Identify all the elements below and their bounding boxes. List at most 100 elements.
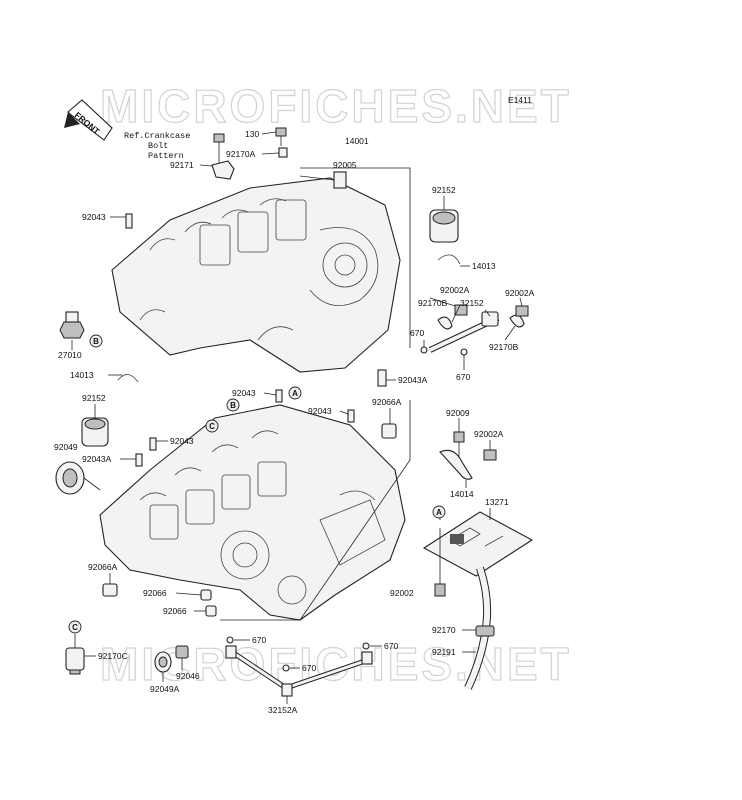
label-92049a: 92049A bbox=[150, 684, 180, 694]
label-14001: 14001 bbox=[345, 136, 369, 146]
label-670-left: 670 bbox=[410, 328, 424, 338]
o-ring-670-c-icon bbox=[362, 642, 370, 650]
watermark-top: MICROFICHES.NET bbox=[100, 80, 572, 132]
label-92170c: 92170C bbox=[98, 651, 128, 661]
bearing-92152-right-icon bbox=[429, 209, 459, 243]
label-14013-right: 14013 bbox=[472, 261, 496, 271]
leader-lines bbox=[71, 131, 523, 704]
plug-92066-upper-icon bbox=[200, 589, 212, 601]
pin-92043-top-icon bbox=[275, 389, 283, 403]
label-92043a-upper: 92043A bbox=[398, 375, 428, 385]
upper-crankcase bbox=[111, 175, 401, 373]
label-670-right: 670 bbox=[456, 372, 470, 382]
label-27010: 27010 bbox=[58, 350, 82, 360]
svg-text:Pattern: Pattern bbox=[148, 151, 184, 161]
label-92002a-lower: 92002A bbox=[474, 429, 504, 439]
label-92043-right: 92043 bbox=[308, 406, 332, 416]
o-ring-670-b-icon bbox=[282, 664, 290, 672]
label-92170a: 92170A bbox=[226, 149, 256, 159]
label-92066-lower: 92066 bbox=[163, 606, 187, 616]
label-32152a: 32152A bbox=[268, 705, 298, 715]
plug-92066a-upper-icon bbox=[381, 423, 397, 439]
label-92009: 92009 bbox=[446, 408, 470, 418]
svg-text:B: B bbox=[93, 337, 99, 346]
label-14013-left: 14013 bbox=[70, 370, 94, 380]
lower-crankcase bbox=[99, 404, 406, 621]
label-92170: 92170 bbox=[432, 625, 456, 635]
plug-27010-icon bbox=[59, 311, 85, 339]
label-130: 130 bbox=[245, 129, 259, 139]
seal-92049-icon bbox=[55, 461, 85, 495]
label-92043-top: 92043 bbox=[232, 388, 256, 398]
svg-text:C: C bbox=[72, 623, 78, 632]
label-92066a-lower: 92066A bbox=[88, 562, 118, 572]
svg-text:Ref.Crankcase: Ref.Crankcase bbox=[124, 131, 190, 141]
svg-text:A: A bbox=[436, 508, 442, 517]
part-labels: 130 92170A 14001 92171 92005 92043 92152… bbox=[54, 129, 535, 715]
o-ring-670-left-icon bbox=[420, 346, 428, 354]
label-92049: 92049 bbox=[54, 442, 78, 452]
label-92170b-left: 92170B bbox=[418, 298, 448, 308]
bolt-92002a-right-icon bbox=[515, 305, 529, 317]
plug-92046-icon bbox=[175, 645, 189, 659]
seal-92049a-icon bbox=[154, 651, 172, 673]
callout-a-strainer: A bbox=[432, 505, 446, 519]
label-92043-mid: 92043 bbox=[170, 436, 194, 446]
clamp-92170b-right-icon bbox=[509, 314, 525, 328]
label-92066a-upper: 92066A bbox=[372, 397, 402, 407]
label-92152-right: 92152 bbox=[432, 185, 456, 195]
clip-14013-left-icon bbox=[117, 374, 139, 383]
plug-92066-lower-icon bbox=[205, 605, 217, 617]
diagram-code: E1411 bbox=[508, 95, 532, 105]
callout-c-sensor: C bbox=[68, 620, 82, 634]
label-92066-upper: 92066 bbox=[143, 588, 167, 598]
clamp-92170-icon bbox=[475, 625, 495, 637]
front-arrow-icon: FRONT bbox=[64, 99, 113, 141]
pin-92043-upper-icon bbox=[125, 213, 133, 229]
clip-14013-right-icon bbox=[437, 254, 461, 265]
callout-c-lower: C bbox=[205, 419, 219, 433]
label-92043-upper: 92043 bbox=[82, 212, 106, 222]
o-ring-670-a-icon bbox=[226, 636, 234, 644]
label-670-a: 670 bbox=[252, 635, 266, 645]
bolt-92002a-lower-icon bbox=[483, 449, 497, 461]
strainer-13271-icon bbox=[422, 511, 534, 577]
label-92046: 92046 bbox=[176, 671, 200, 681]
label-92170b-right: 92170B bbox=[489, 342, 519, 352]
label-13271: 13271 bbox=[485, 497, 509, 507]
label-32152: 32152 bbox=[460, 298, 484, 308]
callout-a-upper: A bbox=[288, 386, 302, 400]
bolt-92002-icon bbox=[434, 583, 446, 597]
label-92152-left: 92152 bbox=[82, 393, 106, 403]
bracket-14014-icon bbox=[439, 449, 473, 480]
label-92043a-lower: 92043A bbox=[82, 454, 112, 464]
label-670-c: 670 bbox=[384, 641, 398, 651]
o-ring-670-right-icon bbox=[460, 348, 468, 356]
bearing-92152-left-icon bbox=[81, 417, 109, 447]
label-14014: 14014 bbox=[450, 489, 474, 499]
svg-text:A: A bbox=[292, 389, 298, 398]
svg-text:C: C bbox=[209, 422, 215, 431]
sensor-92170c-icon bbox=[65, 647, 85, 675]
pin-92043-right-icon bbox=[347, 409, 355, 423]
label-92002: 92002 bbox=[390, 588, 414, 598]
label-670-b: 670 bbox=[302, 663, 316, 673]
label-92171: 92171 bbox=[170, 160, 194, 170]
oil-pipe-32152a-icon bbox=[225, 645, 373, 697]
label-92002a-right: 92002A bbox=[505, 288, 535, 298]
label-92002a-mid: 92002A bbox=[440, 285, 470, 295]
callout-b-lower: B bbox=[226, 398, 240, 412]
svg-text:B: B bbox=[230, 401, 236, 410]
bolt-92002a-icon bbox=[454, 304, 468, 316]
dowel-92005-icon bbox=[333, 171, 347, 189]
bolt-130-icon bbox=[275, 127, 287, 146]
label-92005: 92005 bbox=[333, 160, 357, 170]
reference-note: Ref.Crankcase Bolt Pattern bbox=[124, 131, 190, 161]
pin-92043-mid-icon bbox=[149, 437, 157, 451]
bracket-92171-icon bbox=[211, 160, 235, 180]
oil-pipe-32152-icon bbox=[428, 311, 500, 353]
clamp-92170b-left-icon bbox=[437, 316, 453, 330]
pin-92043a-lower-icon bbox=[135, 453, 143, 467]
svg-text:Bolt: Bolt bbox=[148, 141, 168, 151]
